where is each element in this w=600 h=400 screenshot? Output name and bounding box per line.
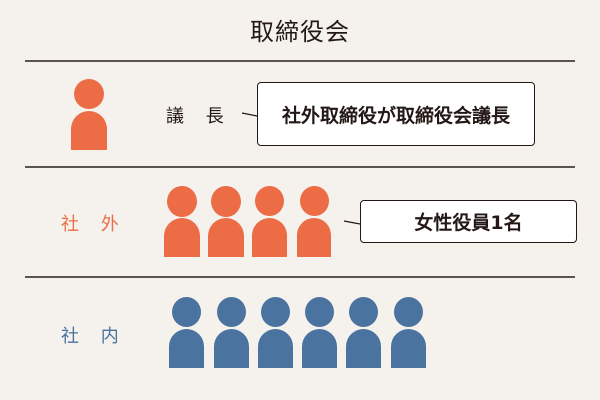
divider-middle — [25, 166, 575, 168]
person-icon — [71, 79, 107, 150]
person-icon — [164, 186, 200, 257]
row-label-chairman: 議 長 — [166, 106, 232, 127]
person-icon — [208, 186, 244, 257]
person-icon — [346, 297, 381, 368]
person-icon — [302, 297, 337, 368]
person-icon — [391, 297, 426, 368]
divider-top — [25, 60, 575, 62]
person-icon — [214, 297, 249, 368]
person-icon — [169, 297, 204, 368]
callout-outside: 女性役員1名 — [360, 200, 577, 243]
person-icon — [252, 186, 287, 257]
callout-chairman: 社外取締役が取締役会議長 — [257, 82, 535, 146]
person-icon — [258, 297, 293, 368]
diagram-title: 取締役会 — [250, 18, 350, 46]
row-label-outside: 社 外 — [61, 214, 127, 235]
person-icon — [297, 186, 331, 257]
divider-bottom — [25, 276, 575, 278]
row-label-inside: 社 内 — [61, 326, 127, 347]
